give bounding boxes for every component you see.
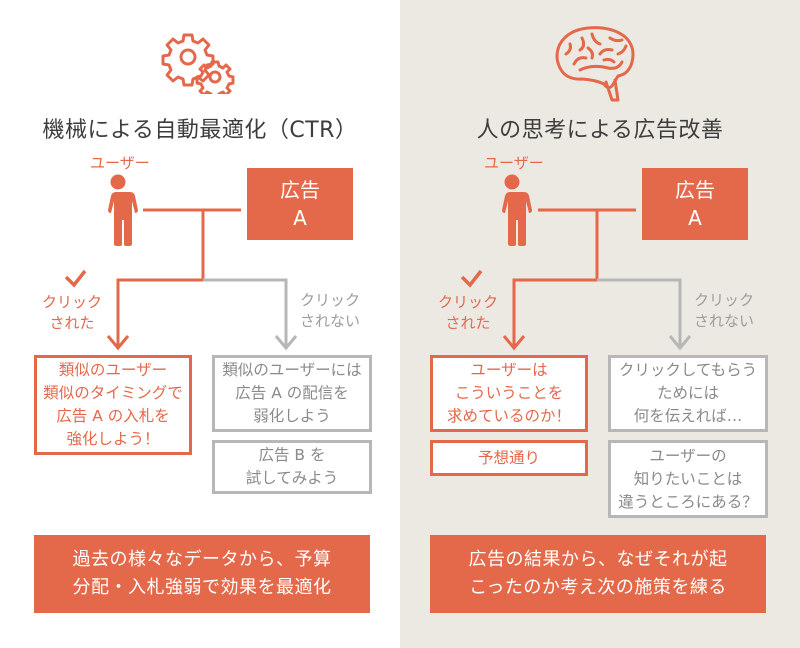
ad-variant: A [293,206,307,230]
user-icon [500,174,532,246]
clicked-insight-box: ユーザーは こういうことを 求めているのか！ [430,355,588,432]
right-title: 人の思考による広告改善 [476,118,724,143]
gears-icon [161,33,235,94]
not-clicked-action-box: 広告 B を 試してみよう [212,440,372,494]
left-panel-machine: 機械による自動最適化（CTR） ユーザー 広告 A クリック された クリック … [34,33,372,613]
not-clicked-action-box: 類似のユーザーには 広告 A の配信を 弱化しよう [212,355,372,432]
not-clicked-label: クリック されない [693,291,754,330]
ad-label: 広告 [280,178,320,202]
check-icon [460,269,483,288]
clicked-arrow-icon [106,335,130,351]
not-clicked-branch-line [597,278,682,348]
ad-a-box: 広告 A [247,168,353,240]
clicked-action-box: 類似のユーザー 類似のタイミングで 広告 A の入札を 強化しよう！ [34,355,192,455]
ad-label: 広告 [675,178,715,202]
clicked-label: クリック された [437,293,498,332]
not-clicked-arrow-icon [668,335,692,351]
clicked-insight-box: 予想通り [430,440,588,476]
summary-box: 広告の結果から、なぜそれが起 こったのか考え次の施策を練る [430,535,766,613]
clicked-arrow-icon [502,335,526,351]
ad-variant: A [688,206,702,230]
left-title: 機械による自動最適化（CTR） [42,118,358,143]
user-label: ユーザー [90,154,150,172]
not-clicked-insight-box: クリックしてもらう ためには 何を伝えれば… [608,355,768,432]
brain-icon [555,26,635,102]
not-clicked-arrow-icon [274,335,298,351]
clicked-label: クリック された [41,293,102,332]
check-icon [64,269,87,288]
not-clicked-branch-line [203,278,288,348]
right-panel-human: 人の思考による広告改善 ユーザー 広告 A クリック された クリック されない… [400,0,800,648]
user-icon [106,174,138,246]
ad-a-box: 広告 A [642,168,748,240]
summary-box: 過去の様々なデータから、予算 分配・入札強弱で効果を最適化 [34,535,370,613]
user-label: ユーザー [484,154,544,172]
not-clicked-label: クリック されない [299,291,360,330]
not-clicked-insight-box: ユーザーの 知りたいことは 違うところにある？ [608,440,768,518]
